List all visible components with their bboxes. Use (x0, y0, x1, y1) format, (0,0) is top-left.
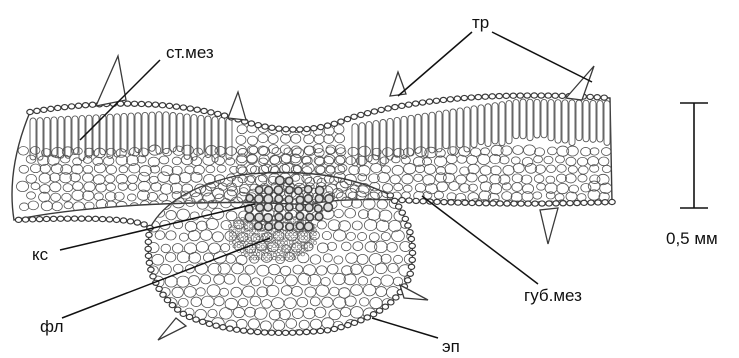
label-palisade-mesophyll: ст.мез (166, 44, 214, 61)
leader-ks (60, 204, 255, 250)
leader-tr-2 (492, 32, 592, 82)
trichome (540, 208, 558, 244)
leader-tr-1 (398, 32, 472, 96)
leader-fl (62, 238, 270, 318)
trichome (390, 72, 406, 96)
trichome (158, 318, 186, 340)
label-trichome: тр (472, 14, 489, 31)
scale-bar (680, 103, 708, 208)
scale-bar-label: 0,5 мм (666, 230, 718, 247)
label-spongy-mesophyll: губ.мез (524, 287, 582, 304)
label-xylem: кс (32, 246, 48, 263)
label-epidermis: эп (442, 338, 460, 355)
trichome (228, 92, 246, 120)
leader-gub-mez (422, 196, 538, 284)
label-phloem: фл (40, 318, 64, 335)
xylem (245, 176, 333, 231)
leader-ep (372, 318, 438, 338)
trichome (400, 285, 428, 300)
